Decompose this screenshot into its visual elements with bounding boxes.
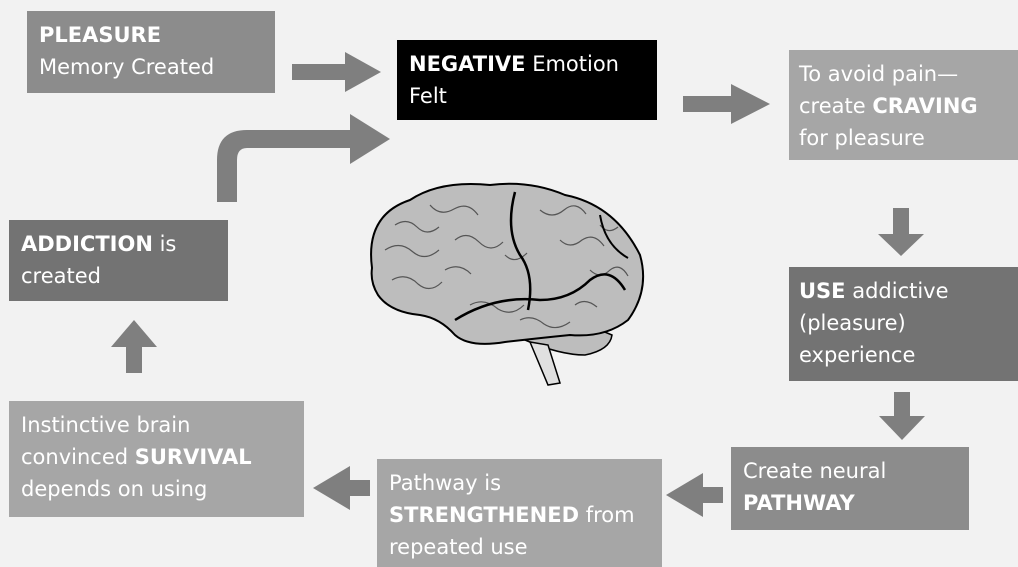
node-negative-text: Emotion Felt (409, 52, 619, 108)
node-strength-pre: Pathway is (389, 471, 502, 495)
node-use-text: addictive (pleasure) experience (799, 279, 949, 367)
node-addiction-created: ADDICTION is created (9, 220, 228, 301)
node-craving: To avoid pain—create CRAVING for pleasur… (789, 50, 1018, 160)
arrow-pathway-to-strength (666, 473, 723, 517)
node-craving-bold: CRAVING (872, 94, 978, 118)
node-strength-post: from repeated use (389, 503, 635, 559)
arrow-use-to-pathway (879, 392, 925, 440)
node-pleasure-memory: PLEASURE Memory Created (27, 11, 275, 93)
node-instinct-post: depends on using (21, 477, 208, 501)
node-craving-post: for pleasure (799, 126, 925, 150)
arrow-addiction-to-negative (217, 114, 390, 202)
arrow-craving-to-use (878, 208, 924, 256)
node-pathway-bold: PATHWAY (743, 491, 855, 515)
node-neural-pathway: Create neural PATHWAY (731, 447, 969, 530)
arrow-strength-to-instinct (313, 466, 370, 510)
node-pleasure-text: Memory Created (39, 55, 215, 79)
node-negative-emotion: NEGATIVE Emotion Felt (397, 40, 657, 120)
arrow-pleasure-to-negative (292, 52, 381, 92)
arrow-instinct-to-addiction (111, 320, 157, 373)
node-pathway-strengthened: Pathway is STRENGTHENED from repeated us… (377, 459, 662, 567)
node-addiction-text: is created (21, 232, 177, 288)
node-pleasure-bold: PLEASURE (39, 23, 162, 47)
node-use-bold: USE (799, 279, 846, 303)
node-instinct-bold: SURVIVAL (134, 445, 252, 469)
node-addiction-bold: ADDICTION (21, 232, 153, 256)
node-strength-bold: STRENGTHENED (389, 503, 580, 527)
node-pathway-pre: Create neural (743, 459, 887, 483)
node-instinctive-brain: Instinctive brain convinced SURVIVAL dep… (9, 401, 304, 517)
arrow-negative-to-craving (683, 84, 770, 124)
node-use-experience: USE addictive (pleasure) experience (789, 267, 1018, 381)
node-instinct-pre: Instinctive brain convinced (21, 413, 191, 469)
brain-icon (370, 182, 645, 386)
node-craving-pre: To avoid pain—create (799, 62, 959, 118)
node-negative-bold: NEGATIVE (409, 52, 526, 76)
